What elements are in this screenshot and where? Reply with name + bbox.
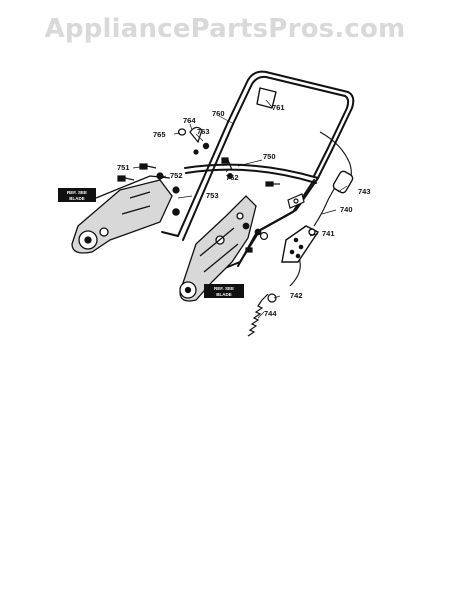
part-label-743: 743	[358, 187, 371, 196]
callout-box-bottom: REF. SEE BLADE	[204, 284, 244, 298]
part-label-741: 741	[322, 229, 335, 238]
hardware	[117, 126, 305, 337]
leader-lines	[132, 99, 348, 319]
part-label-753: 753	[206, 191, 219, 200]
svg-text:REF. SEE: REF. SEE	[67, 190, 87, 195]
callout-box-left: REF. SEE BLADE	[58, 188, 96, 202]
right-deck-bracket	[179, 195, 257, 302]
part-label-750: 750	[263, 152, 276, 161]
handle-assembly	[161, 70, 355, 269]
part-label-742: 742	[290, 291, 303, 300]
control-bracket	[281, 225, 320, 263]
part-label-744: 744	[264, 309, 277, 318]
part-labels: 760 761 764 765 763 750 751 752 762 753 …	[117, 103, 371, 318]
part-label-762: 762	[226, 173, 239, 182]
svg-text:BLADE: BLADE	[69, 196, 85, 201]
part-label-765: 765	[153, 130, 166, 139]
part-label-761: 761	[272, 103, 285, 112]
part-label-740: 740	[340, 205, 353, 214]
part-label-752: 752	[170, 171, 183, 180]
left-deck-bracket	[71, 175, 173, 254]
svg-text:REF. SEE: REF. SEE	[214, 286, 234, 291]
part-label-760: 760	[212, 109, 225, 118]
svg-text:BLADE: BLADE	[216, 292, 232, 297]
part-label-763: 763	[197, 127, 210, 136]
part-label-764: 764	[183, 116, 196, 125]
watermark-text: AppliancePartsPros.com	[44, 14, 406, 44]
part-label-751: 751	[117, 163, 130, 172]
